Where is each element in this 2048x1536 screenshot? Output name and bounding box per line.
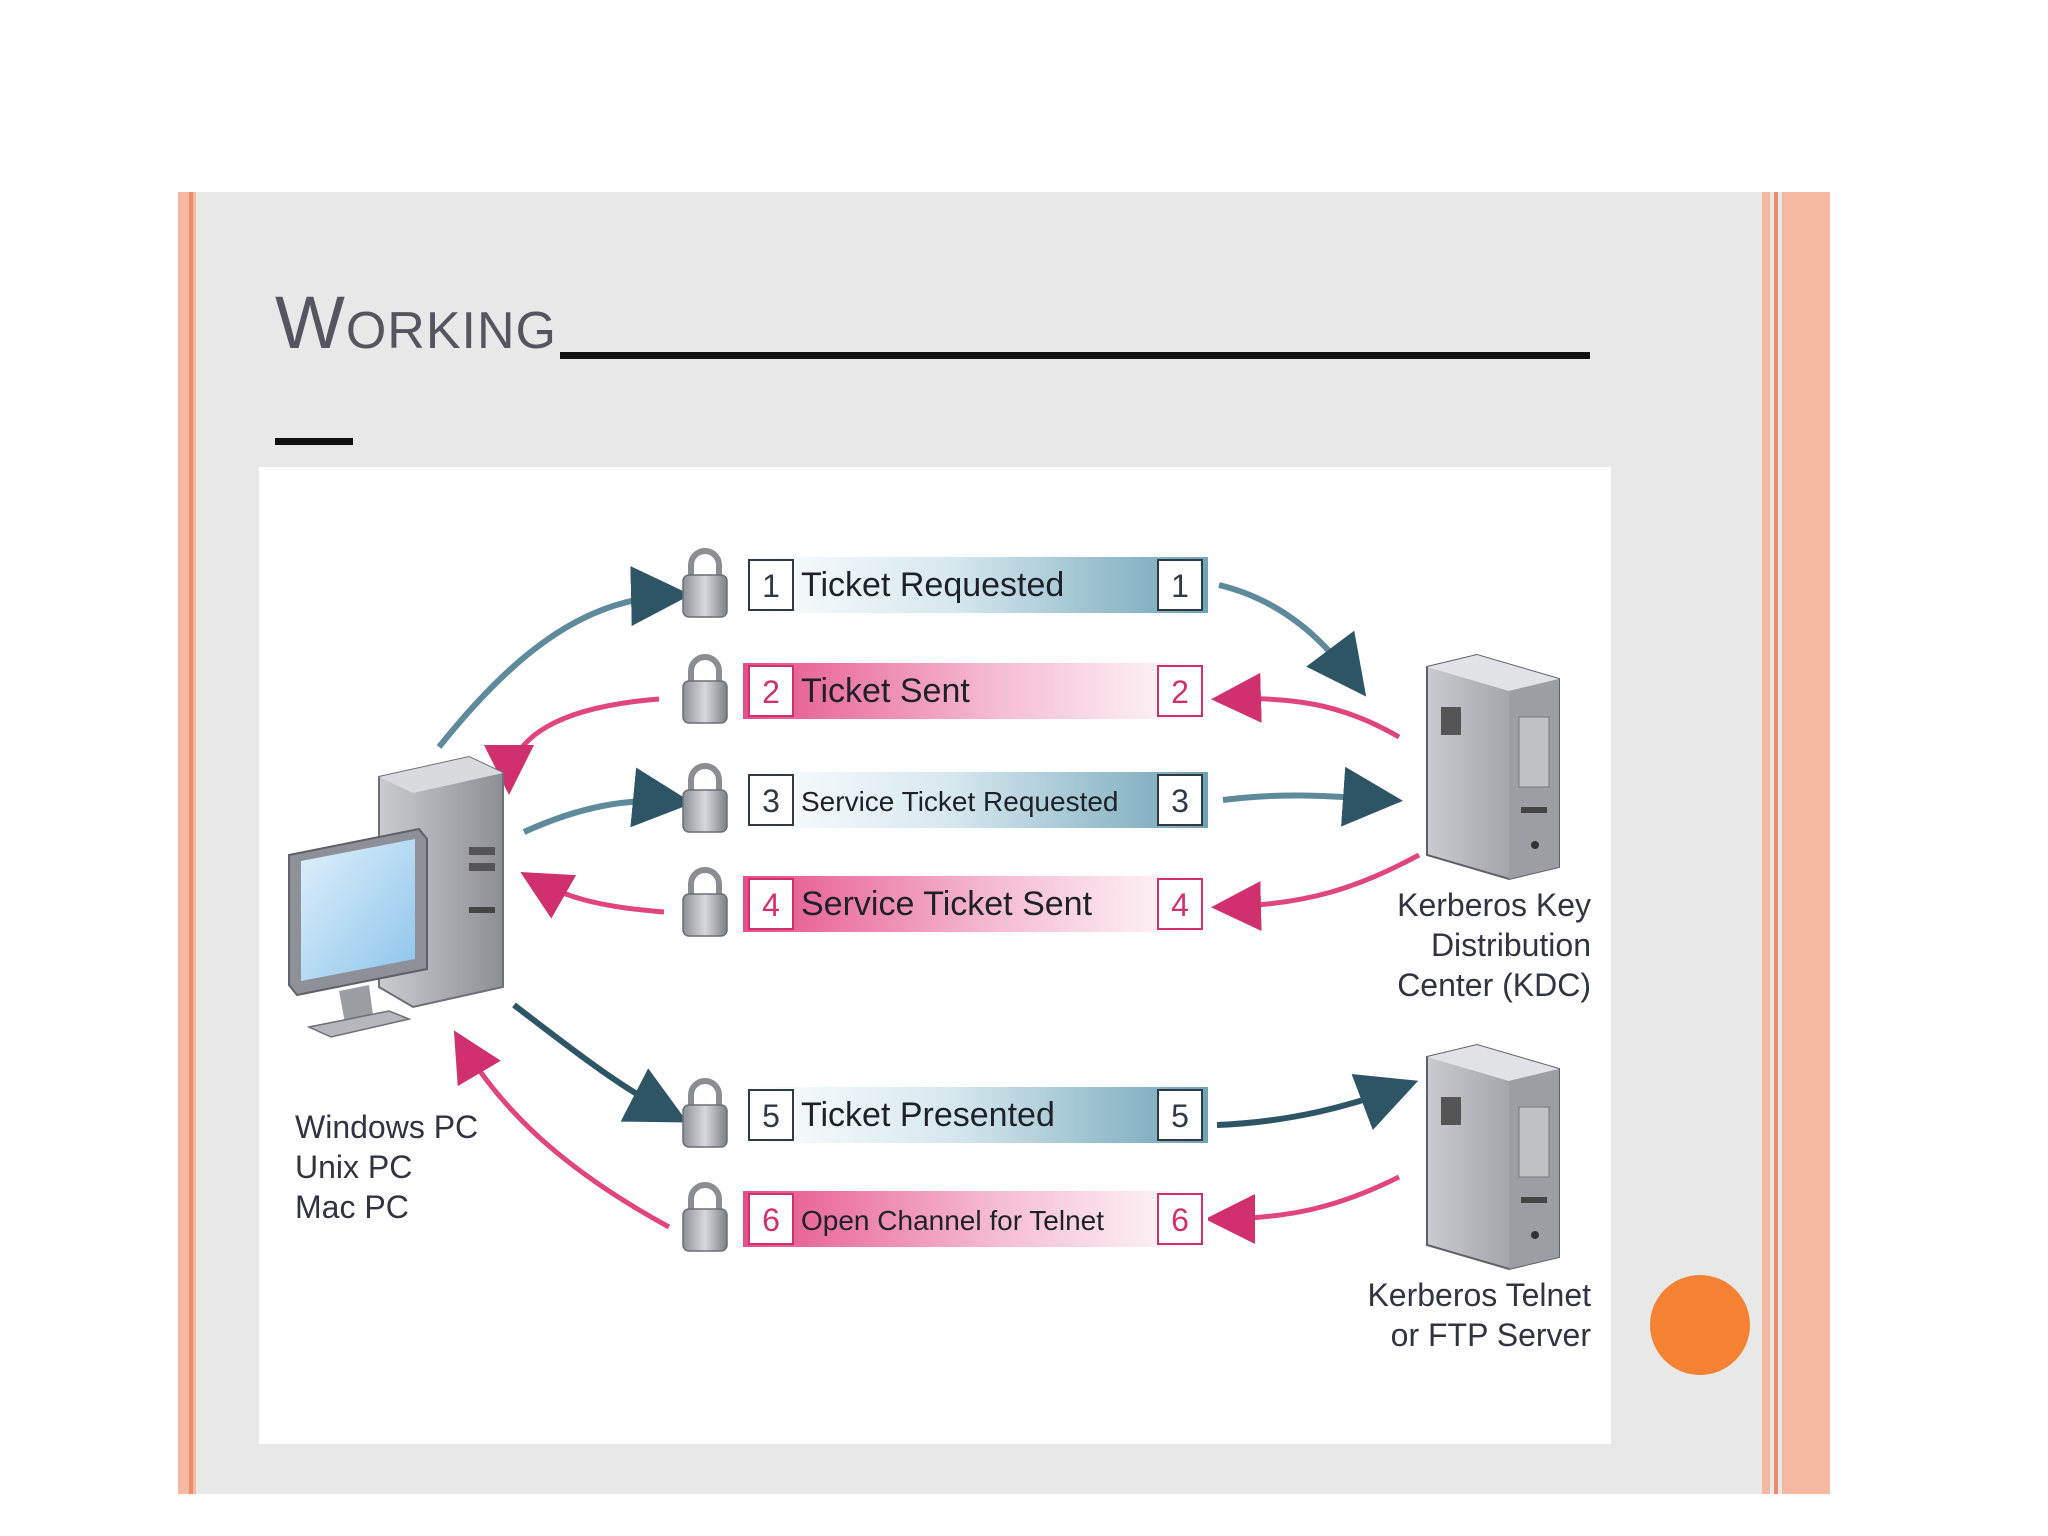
step-row: 3 3 Service Ticket Requested <box>682 763 1208 833</box>
step-row: 5 5 Ticket Presented <box>682 1078 1208 1148</box>
step-number: 6 <box>762 1202 780 1238</box>
step-row: 1 1 Ticket Requested <box>682 548 1208 618</box>
step-bar <box>743 663 1208 719</box>
step-number: 4 <box>762 887 780 923</box>
slide-left-stripe-inner <box>189 192 193 1494</box>
arrow-6-server <box>1205 1174 1401 1244</box>
step-row: 2 2 Ticket Sent <box>682 654 1208 724</box>
step-label: Ticket Presented <box>801 1096 1055 1134</box>
step-number: 5 <box>1171 1098 1189 1134</box>
step-number: 2 <box>762 674 780 710</box>
padlock-icon <box>682 548 728 618</box>
step-label: Ticket Requested <box>801 566 1064 604</box>
server-tower-icon <box>1426 653 1560 881</box>
arrow-1-client <box>436 566 691 749</box>
client-label-line: Windows PC <box>295 1109 479 1145</box>
arrow-4-client <box>520 872 665 919</box>
padlock-icon <box>682 867 728 937</box>
step-number: 2 <box>1171 674 1189 710</box>
step-number-box <box>748 665 794 717</box>
step-label: Service Ticket Sent <box>801 885 1093 923</box>
step-bar <box>743 1087 1208 1143</box>
step-number: 1 <box>762 568 780 604</box>
server-label: Kerberos Telnet or FTP Server <box>1331 1275 1591 1355</box>
step-number-box <box>1157 878 1203 930</box>
arrow-2-kdc <box>1211 672 1401 740</box>
kdc-label-line: Center (KDC) <box>1397 967 1591 1003</box>
arrow-3-client <box>522 767 693 835</box>
step-label: Ticket Sent <box>801 672 970 710</box>
step-label: Open Channel for Telnet <box>801 1205 1104 1236</box>
arrow-1-kdc <box>1218 582 1367 697</box>
client-label-line: Unix PC <box>295 1149 413 1185</box>
step-number: 6 <box>1171 1202 1189 1238</box>
title-underline-wrap <box>275 438 353 445</box>
kdc-label-line: Kerberos Key <box>1397 887 1591 923</box>
step-row: 6 6 Open Channel for Telnet <box>682 1182 1208 1252</box>
client-label-line: Mac PC <box>295 1189 409 1225</box>
title-underline <box>560 352 1590 359</box>
step-number-box <box>1157 1089 1203 1141</box>
step-number: 5 <box>762 1098 780 1134</box>
slide-right-stripe-line <box>1774 192 1778 1494</box>
step-number-box <box>748 1089 794 1141</box>
step-number-box <box>1157 559 1203 611</box>
slide-title-text: Working <box>275 281 557 364</box>
server-tower-icon <box>1426 1043 1560 1271</box>
slide-right-stripe <box>1782 192 1830 1494</box>
arrow-5-client <box>512 1002 688 1123</box>
step-number-box <box>1157 774 1203 826</box>
step-number: 3 <box>762 783 780 819</box>
step-number-box <box>1157 1193 1203 1245</box>
step-number: 1 <box>1171 568 1189 604</box>
arrow-4-kdc <box>1211 852 1421 932</box>
step-number-box <box>748 1193 794 1245</box>
step-number-box <box>748 559 794 611</box>
step-number-box <box>748 774 794 826</box>
step-label: Service Ticket Requested <box>801 786 1119 817</box>
arrow-5-server <box>1216 1073 1419 1131</box>
step-bar <box>743 557 1208 613</box>
kdc-label-line: Distribution <box>1430 927 1591 963</box>
padlock-icon <box>682 1078 728 1148</box>
arrow-2-client <box>484 696 660 795</box>
step-number: 4 <box>1171 887 1189 923</box>
accent-circle <box>1650 1275 1750 1375</box>
server-label-line: Kerberos Telnet <box>1367 1277 1591 1313</box>
kdc-label: Kerberos Key Distribution Center (KDC) <box>1359 885 1591 1005</box>
step-bar <box>743 772 1208 828</box>
padlock-icon <box>682 763 728 833</box>
step-number-box <box>748 878 794 930</box>
client-label: Windows PC Unix PC Mac PC <box>295 1107 478 1227</box>
step-bar <box>743 876 1208 932</box>
padlock-icon <box>682 1182 728 1252</box>
slide-left-stripe <box>178 192 196 1494</box>
server-label-line: or FTP Server <box>1390 1317 1591 1353</box>
step-number-box <box>1157 665 1203 717</box>
step-number: 3 <box>1171 783 1189 819</box>
padlock-icon <box>682 654 728 724</box>
desktop-computer-icon <box>288 755 504 1038</box>
step-row: 4 4 Service Ticket Sent <box>682 867 1208 937</box>
step-bar <box>743 1191 1208 1247</box>
slide-title: Working <box>275 280 557 365</box>
slide-right-stripe-thin <box>1762 192 1770 1494</box>
arrow-3-kdc <box>1222 766 1403 827</box>
arrow-6-client <box>453 1030 671 1230</box>
